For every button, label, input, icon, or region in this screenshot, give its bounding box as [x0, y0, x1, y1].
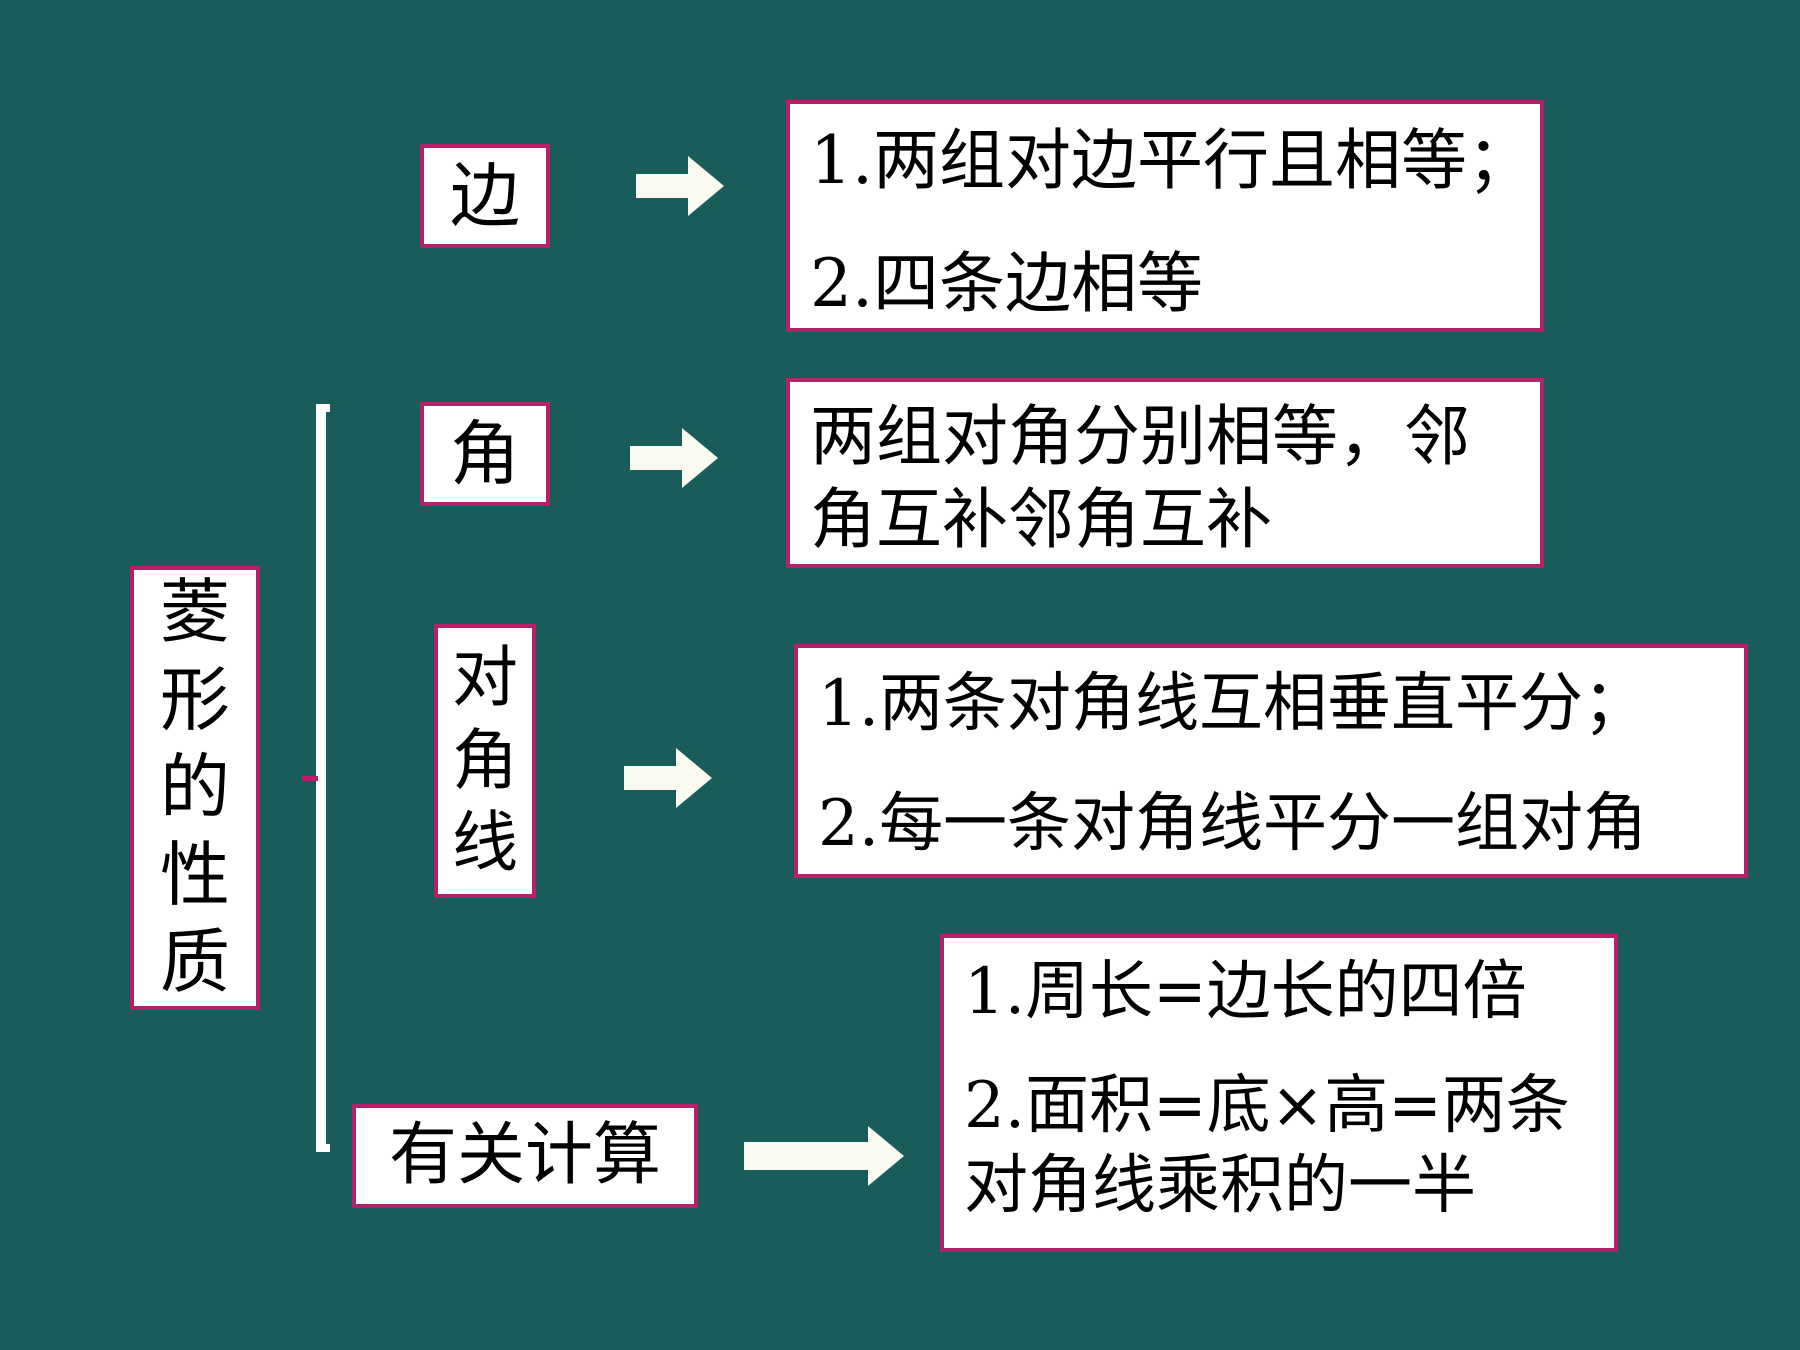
category-diagonal-char: 线: [452, 804, 518, 882]
category-side: 边: [420, 144, 550, 248]
detail-angle-line-2: 角互补邻角互补: [810, 480, 1272, 558]
bracket-middle-tick: [302, 776, 318, 781]
category-diagonal: 对 角 线: [434, 624, 536, 898]
bracket-vertical: [316, 404, 326, 1152]
category-diagonal-char: 角: [452, 721, 518, 799]
category-angle: 角: [420, 402, 550, 506]
category-diagonal-char: 对: [452, 639, 518, 717]
detail-side-line-2: 2.四条边相等: [810, 244, 1203, 322]
category-calc: 有关计算: [352, 1104, 698, 1208]
detail-calc-line-3: 对角线乘积的一半: [964, 1149, 1476, 1223]
root-char: 形: [160, 658, 230, 741]
detail-calc-line-1: 1.周长=边长的四倍: [964, 955, 1527, 1029]
detail-diagonal: 1.两条对角线互相垂直平分； 2.每一条对角线平分一组对角: [794, 644, 1748, 878]
root-char: 的: [160, 746, 230, 829]
root-char: 性: [160, 833, 230, 916]
root-node: 菱 形 的 性 质: [130, 566, 260, 1010]
detail-side: 1.两组对边平行且相等； 2.四条边相等: [786, 100, 1544, 332]
category-side-label: 边: [450, 155, 520, 237]
detail-calc: 1.周长=边长的四倍 2.面积=底×高=两条 对角线乘积的一半: [940, 934, 1618, 1252]
arrow-side-icon: [636, 156, 724, 216]
root-char: 菱: [160, 571, 230, 654]
root-char: 质: [160, 921, 230, 1004]
detail-side-line-1: 1.两组对边平行且相等；: [810, 122, 1533, 199]
detail-diagonal-line-2: 2.每一条对角线平分一组对角: [818, 787, 1648, 861]
category-angle-label: 角: [450, 413, 520, 495]
bracket-top-tick: [316, 404, 330, 412]
arrow-diagonal-icon: [624, 748, 712, 808]
arrow-calc-icon: [744, 1126, 904, 1186]
detail-calc-line-2: 2.面积=底×高=两条: [964, 1069, 1570, 1143]
bracket-bottom-tick: [316, 1144, 330, 1152]
detail-angle-line-1: 两组对角分别相等，邻: [810, 398, 1470, 475]
arrow-angle-icon: [630, 428, 718, 488]
detail-diagonal-line-1: 1.两条对角线互相垂直平分；: [818, 667, 1648, 741]
category-calc-label: 有关计算: [388, 1116, 661, 1195]
detail-angle: 两组对角分别相等，邻 角互补邻角互补: [786, 378, 1544, 568]
